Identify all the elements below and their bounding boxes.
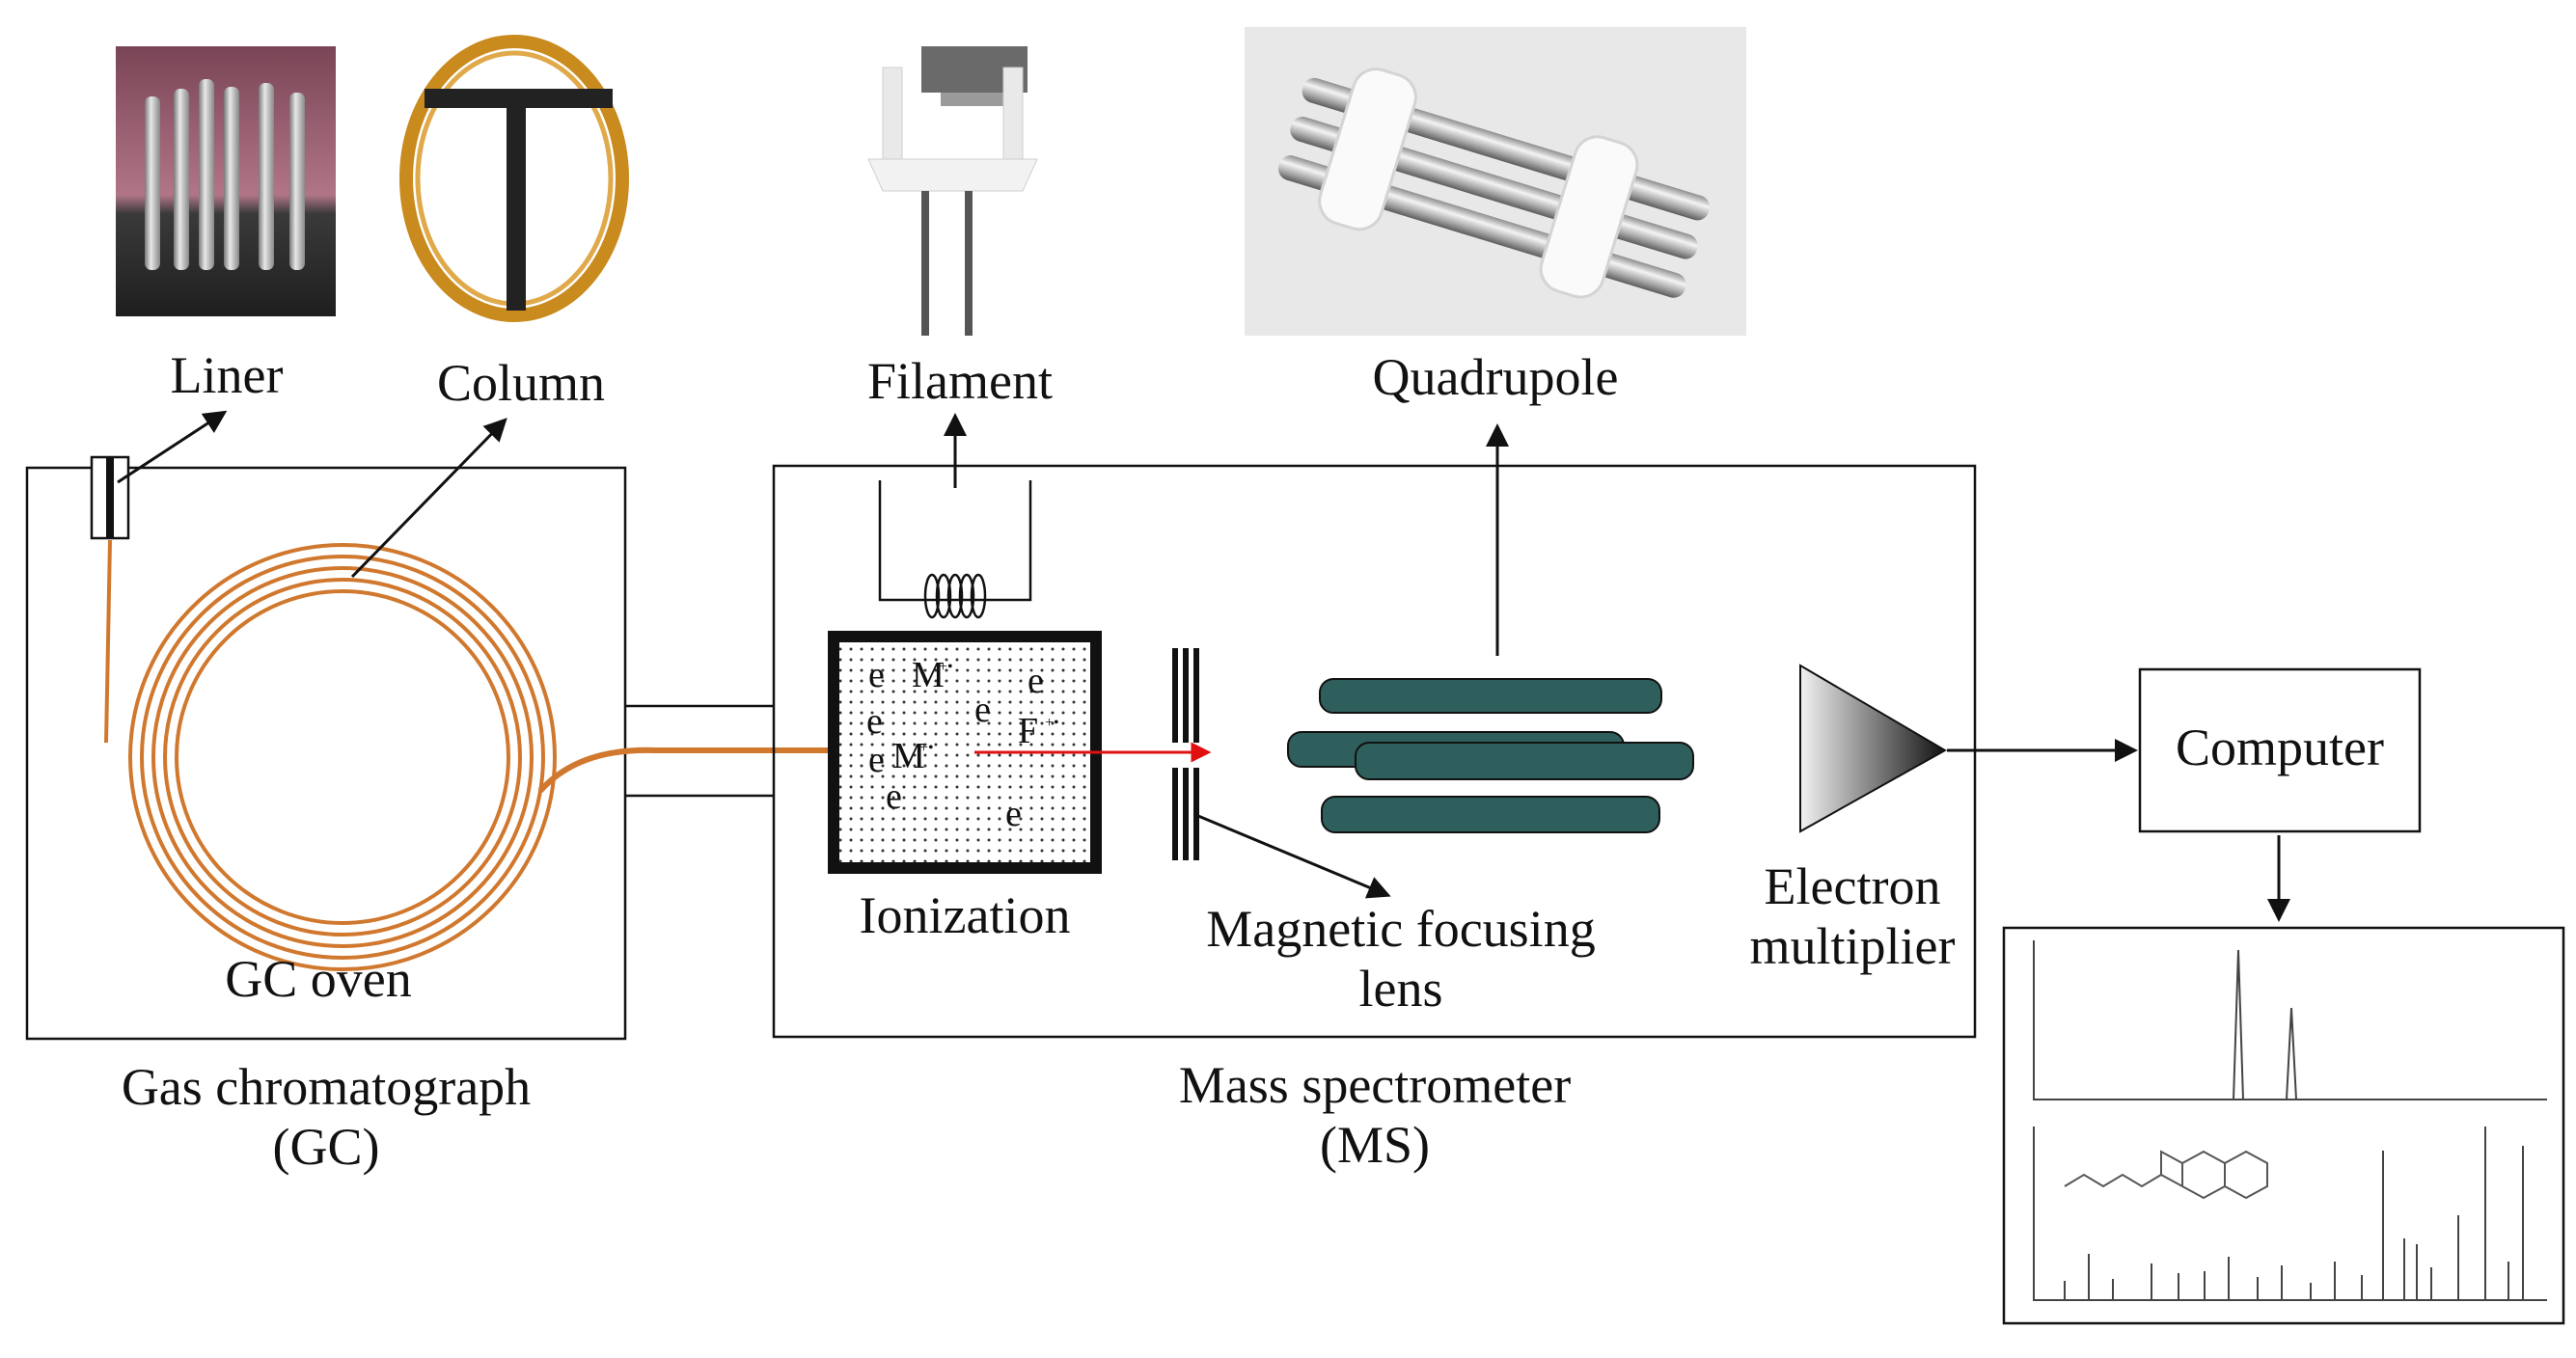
quadrupole-photo-icon <box>1245 27 1746 336</box>
column-coil <box>104 539 830 971</box>
filament-photo-icon <box>867 46 1038 336</box>
ms-line1: Mass spectrometer <box>1178 1056 1572 1114</box>
ion-symbol: e <box>974 690 991 730</box>
filament-symbol <box>878 480 1032 619</box>
ion-symbol: M <box>892 736 925 776</box>
gas-chromatograph-label: Gas chromatograph (GC) <box>46 1057 606 1177</box>
filament-label: Filament <box>867 352 1053 410</box>
gc-box <box>25 455 830 1041</box>
computer-label: Computer <box>2176 719 2384 776</box>
ion-symbol: e <box>868 740 885 780</box>
ion-symbol: e <box>1028 661 1044 701</box>
computer-box <box>2138 667 2422 833</box>
column-label: Column <box>436 354 606 412</box>
quadrupole-label: Quadrupole <box>1372 348 1619 406</box>
ionization-label: Ionization <box>859 886 1071 944</box>
ion-charge: +• <box>939 659 953 675</box>
electron-line2: multiplier <box>1749 917 1956 976</box>
electron-line1: Electron <box>1764 857 1941 915</box>
arrow-liner <box>117 410 228 484</box>
electron-multiplier-triangle-icon <box>1799 664 1948 833</box>
ion-symbol: M <box>912 655 945 695</box>
magnetic-focusing-line2: lens <box>1358 960 1443 1018</box>
chromatogram-and-mass-spectrum-icon <box>2002 926 2565 1325</box>
arrow-column <box>350 418 507 579</box>
ion-symbol: F <box>1018 711 1038 751</box>
magnetic-focusing-lens-label: Magnetic focusing lens <box>1179 899 1623 1018</box>
mass-spectrometer-label: Mass spectrometer (MS) <box>1095 1055 1655 1175</box>
gc-column-photo-icon <box>399 35 629 322</box>
liner-label: Liner <box>170 346 284 404</box>
ion-symbol: e <box>1005 794 1022 834</box>
gc-line2: (GC) <box>272 1118 380 1177</box>
quadrupole-rods-symbol <box>1287 678 1694 833</box>
magnetic-focusing-lens-symbol <box>1172 648 1199 860</box>
ion-symbol: e <box>868 655 885 695</box>
magnetic-focusing-line1: Magnetic focusing <box>1206 900 1596 958</box>
arrow-focusing-lens <box>1197 814 1391 899</box>
gc-line1: Gas chromatograph <box>121 1058 532 1116</box>
electron-multiplier-label: Electron multiplier <box>1732 856 1973 976</box>
liner-photo-icon <box>116 46 336 316</box>
callout-arrows <box>117 410 2290 922</box>
ms-line2: (MS) <box>1319 1116 1430 1175</box>
ion-charge: +• <box>919 740 934 756</box>
ion-symbol: e <box>866 701 883 742</box>
gc-oven-label: GC oven <box>225 950 412 1008</box>
transfer-line <box>625 704 774 798</box>
ion-symbol: e <box>886 776 902 817</box>
ion-charge: +• <box>1045 715 1059 731</box>
